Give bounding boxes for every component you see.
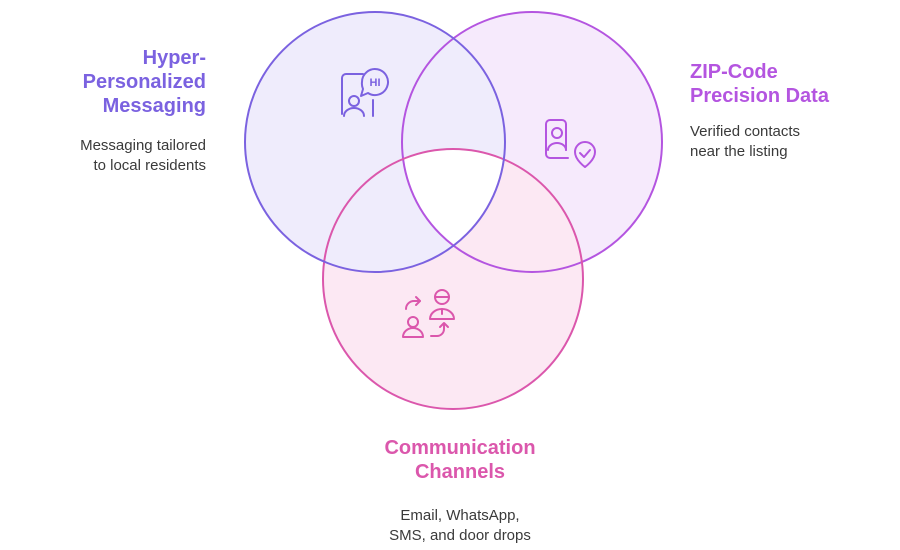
zip-label: ZIP-Code Precision Data Verified contact… xyxy=(690,60,890,162)
channels-title: Communication Channels xyxy=(330,436,590,484)
personalized-description: Messaging tailored to local residents xyxy=(6,136,206,176)
personalized-label: Hyper- Personalized Messaging Messaging … xyxy=(6,46,206,176)
personalized-circle-outline xyxy=(244,11,506,273)
title-line: Channels xyxy=(414,461,506,483)
people-exchange-icon xyxy=(402,289,455,338)
zip-title: ZIP-Code Precision Data xyxy=(690,60,890,108)
desc-line: to local residents xyxy=(93,157,206,174)
title-line: Communication xyxy=(384,437,536,459)
title-line: Precision Data xyxy=(690,85,829,107)
title-line: Personalized xyxy=(82,71,206,93)
desc-line: Messaging tailored xyxy=(80,137,206,154)
title-line: Hyper- xyxy=(142,47,206,69)
chat-bubble-phone-icon: HI xyxy=(341,68,389,117)
desc-line: near the listing xyxy=(690,143,788,160)
zip-description: Verified contacts near the listing xyxy=(690,122,890,162)
verified-contact-card-icon xyxy=(545,119,596,168)
desc-line: Verified contacts xyxy=(690,123,801,140)
chat-bubble-text: HI xyxy=(370,77,381,89)
desc-line: Email, WhatsApp, xyxy=(400,507,520,524)
channels-label: Communication Channels Email, WhatsApp, … xyxy=(330,436,590,546)
desc-line: SMS, and door drops xyxy=(389,527,531,544)
channels-circle-outline xyxy=(322,148,584,410)
personalized-title: Hyper- Personalized Messaging xyxy=(6,46,206,118)
title-line: Messaging xyxy=(102,95,206,117)
title-line: ZIP-Code xyxy=(690,61,778,83)
zip-circle-outline xyxy=(401,11,663,273)
channels-description: Email, WhatsApp, SMS, and door drops xyxy=(330,506,590,546)
